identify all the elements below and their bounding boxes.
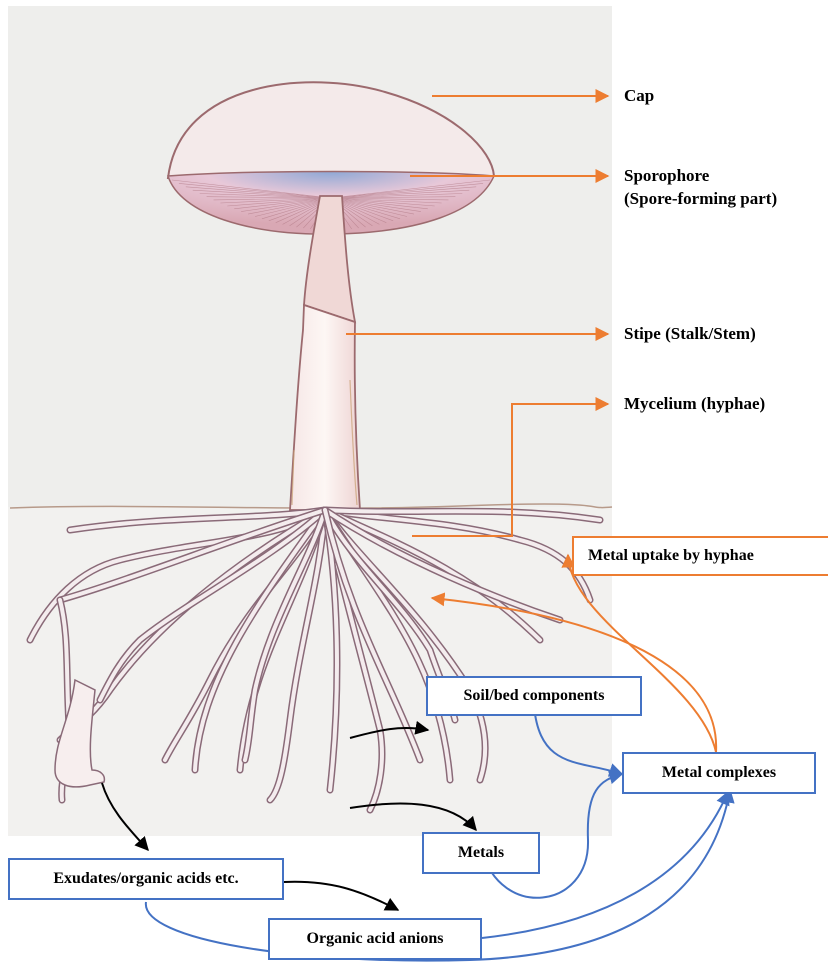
- organic-acid-anions-box: Organic acid anions: [268, 918, 482, 960]
- exudates-box: Exudates/organic acids etc.: [8, 858, 284, 900]
- cap-label: Cap: [624, 84, 654, 107]
- mycelium-label: Mycelium (hyphae): [624, 392, 765, 415]
- sporophore-label-line2: (Spore-forming part): [624, 187, 777, 210]
- metal-complexes-box: Metal complexes: [622, 752, 816, 794]
- sporophore-label: Sporophore (Spore-forming part): [624, 164, 777, 210]
- metal-uptake-box: Metal uptake by hyphae: [572, 536, 828, 576]
- metals-box: Metals: [422, 832, 540, 874]
- stipe-label: Stipe (Stalk/Stem): [624, 322, 756, 345]
- soil-components-box: Soil/bed components: [426, 676, 642, 716]
- sporophore-label-line1: Sporophore: [624, 164, 777, 187]
